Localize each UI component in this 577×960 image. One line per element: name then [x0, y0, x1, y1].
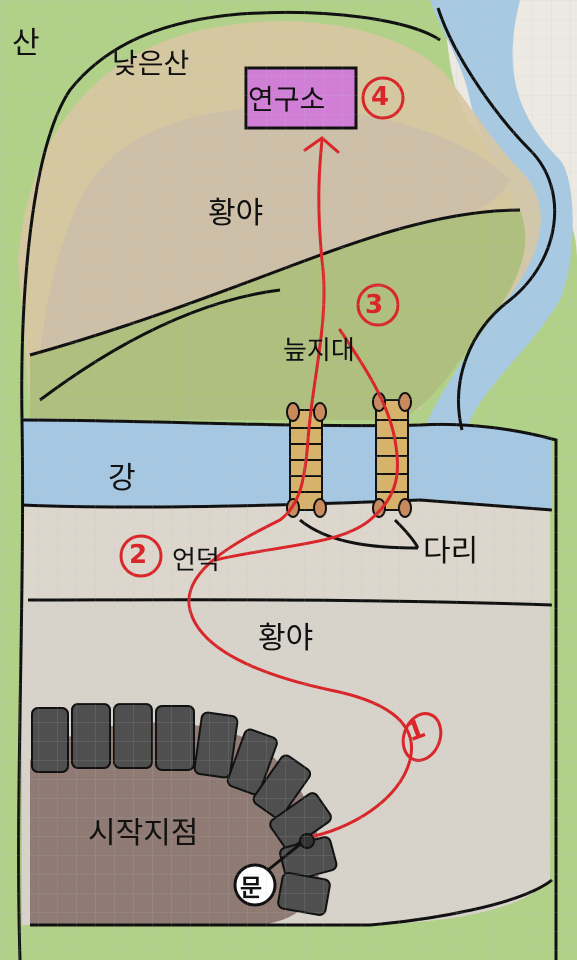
low-mountain-label: 낮은산 — [112, 47, 190, 80]
wasteland-south-label: 황야 — [258, 621, 314, 656]
wasteland-north-label: 황야 — [208, 196, 264, 231]
waypoint-2: 2 — [129, 540, 148, 570]
laboratory-label: 연구소 — [248, 83, 326, 116]
start-point-label: 시작지점 — [88, 816, 199, 851]
marsh-label: 늪지대 — [283, 336, 355, 366]
mountain-label: 산 — [12, 26, 40, 61]
hill-label: 언덕 — [172, 546, 220, 576]
river-label: 강 — [108, 461, 136, 496]
gate-label: 문 — [240, 874, 263, 902]
waypoint-4: 4 — [371, 82, 390, 112]
bridge-label: 다리 — [423, 534, 479, 569]
waypoint-3: 3 — [365, 290, 384, 320]
